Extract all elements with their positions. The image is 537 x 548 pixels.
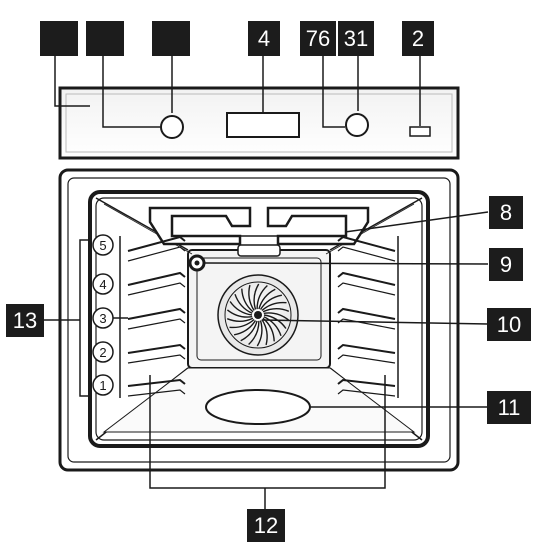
shelf-runner-rail bbox=[337, 307, 396, 320]
shelf-runner-rail bbox=[337, 343, 396, 354]
svg-text:1: 1 bbox=[99, 378, 106, 393]
shelf-runner-rail bbox=[337, 354, 396, 364]
fan-blade bbox=[263, 312, 290, 321]
callout-label-b bbox=[86, 21, 124, 56]
callout-label-13: 13 bbox=[6, 304, 44, 337]
top-heating-element bbox=[148, 206, 370, 257]
fan-blade bbox=[233, 320, 257, 336]
svg-text:4: 4 bbox=[258, 26, 270, 51]
fan-blade bbox=[229, 301, 253, 316]
fan-blade bbox=[256, 284, 268, 310]
top-leader-lines bbox=[54, 55, 421, 128]
right-control-knob bbox=[345, 113, 369, 137]
shelf-runner-rail bbox=[127, 354, 186, 364]
side-leader-lines bbox=[42, 211, 489, 510]
svg-text:13: 13 bbox=[13, 308, 37, 333]
shelf-runner-rail bbox=[337, 389, 396, 397]
shelf-runner-rail bbox=[127, 318, 186, 330]
fan-blade bbox=[261, 319, 268, 346]
shelf-runner-rail bbox=[127, 282, 186, 296]
callout-label-11: 11 bbox=[487, 391, 531, 424]
shelf-runner-rail bbox=[127, 307, 186, 320]
shelf-level-5: 5 bbox=[92, 234, 114, 256]
svg-text:76: 76 bbox=[306, 26, 330, 51]
indicator-light bbox=[409, 126, 431, 137]
shelf-runner-rail bbox=[127, 389, 186, 397]
fan-blade bbox=[253, 283, 260, 310]
svg-text:31: 31 bbox=[344, 26, 368, 51]
svg-text:10: 10 bbox=[497, 312, 521, 337]
shelf-runner-rail bbox=[337, 246, 396, 262]
svg-text:5: 5 bbox=[99, 238, 106, 253]
svg-text:9: 9 bbox=[500, 252, 512, 277]
callout-label-31: 31 bbox=[338, 21, 374, 56]
shelf-level-markers: 5 4 3 2 1 bbox=[92, 234, 114, 396]
fan-blade bbox=[234, 293, 253, 314]
fan-blade bbox=[229, 318, 255, 329]
left-control-knob bbox=[160, 115, 184, 139]
callout-label-4: 4 bbox=[248, 21, 280, 56]
callout-label-10: 10 bbox=[487, 308, 531, 341]
left-shelf-runners bbox=[119, 235, 186, 398]
shelf-runner-rail bbox=[127, 235, 186, 252]
shelf-level-4: 4 bbox=[92, 273, 114, 295]
fan-blade bbox=[262, 308, 290, 313]
fan-blade bbox=[226, 309, 253, 318]
oven-lamp bbox=[188, 254, 206, 272]
svg-text:2: 2 bbox=[412, 26, 424, 51]
convection-fan bbox=[217, 274, 299, 356]
fan-blade bbox=[263, 316, 282, 337]
svg-text:11: 11 bbox=[498, 395, 521, 420]
svg-text:4: 4 bbox=[99, 277, 106, 292]
display-window bbox=[226, 112, 300, 138]
fan-blade bbox=[226, 317, 254, 322]
callout-label-8: 8 bbox=[489, 196, 523, 229]
fan-blade bbox=[258, 288, 276, 310]
svg-text:3: 3 bbox=[99, 311, 106, 326]
svg-text:2: 2 bbox=[99, 345, 106, 360]
fan-blade bbox=[261, 301, 287, 312]
callout-label-2: 2 bbox=[402, 21, 434, 56]
callout-label-c bbox=[152, 21, 190, 56]
shelf-runner-rail bbox=[337, 378, 396, 387]
bottom-heating-area bbox=[205, 389, 311, 425]
fan-blade bbox=[263, 314, 287, 329]
shelf-level-2: 2 bbox=[92, 341, 114, 363]
shelf-runner-rail bbox=[127, 343, 186, 354]
fan-blade bbox=[248, 320, 260, 346]
shelf-level-1: 1 bbox=[92, 374, 114, 396]
callout-label-12: 12 bbox=[247, 509, 285, 542]
fan-blade bbox=[256, 320, 263, 347]
callout-label-76: 76 bbox=[300, 21, 336, 56]
shelf-runner-rail bbox=[127, 271, 186, 286]
fan-blade bbox=[248, 284, 255, 311]
fan-blade bbox=[241, 288, 254, 313]
callout-label-9: 9 bbox=[489, 248, 523, 281]
shelf-level-3: 3 bbox=[92, 307, 114, 329]
shelf-runner-rail bbox=[337, 235, 396, 252]
shelf-runner-rail bbox=[337, 271, 396, 286]
svg-text:12: 12 bbox=[254, 513, 278, 538]
fan-blade bbox=[259, 294, 283, 310]
svg-text:8: 8 bbox=[500, 200, 512, 225]
shelf-runner-rail bbox=[337, 282, 396, 296]
shelf-runner-rail bbox=[127, 378, 186, 387]
callout-label-a bbox=[40, 21, 78, 56]
shelf-runner-rail bbox=[127, 246, 186, 262]
fan-blade bbox=[240, 320, 258, 342]
